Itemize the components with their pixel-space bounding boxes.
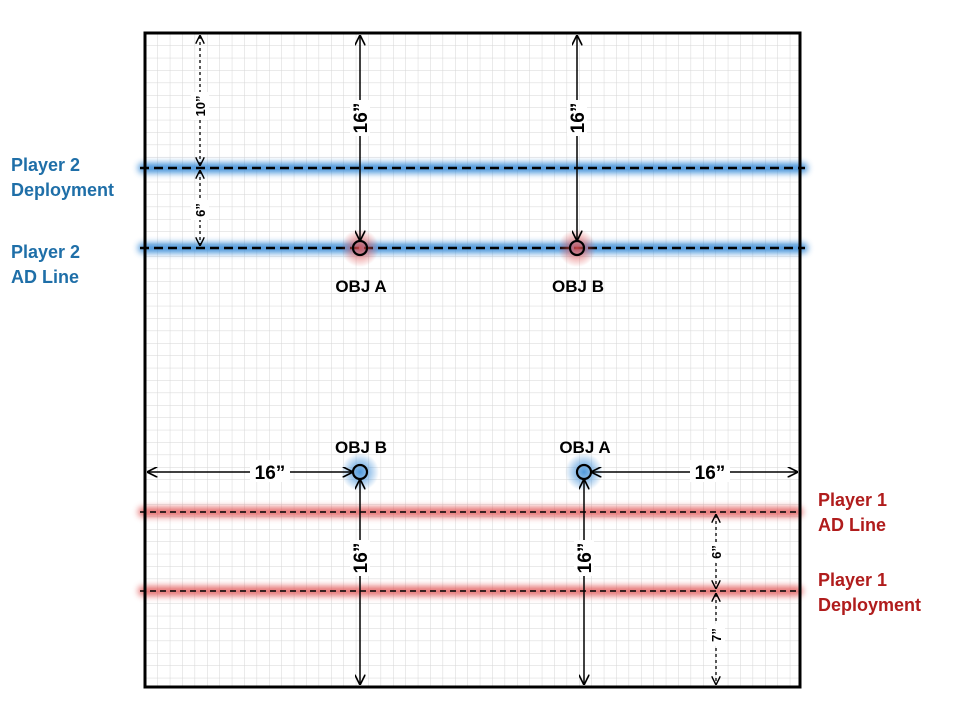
label-bg-16-a [350, 100, 370, 136]
label-bg-7 [707, 624, 725, 646]
player1-ad-line-label-line2: AD Line [818, 515, 887, 535]
player2-deployment-label: Player 2 Deployment [11, 153, 114, 203]
player2-deployment-label-line2: Deployment [11, 180, 115, 200]
label-bg-6-right [707, 542, 725, 562]
top-obj-b-label: OBJ B [552, 277, 604, 296]
player1-deployment-label: Player 1 Deployment [818, 568, 921, 618]
top-obj-b-marker [568, 239, 586, 257]
bottom-obj-a-glow [565, 453, 603, 491]
label-bg-16-right [690, 460, 730, 482]
label-bg-16-c [350, 540, 370, 576]
player1-ad-line-label-line1: Player 1 [818, 490, 888, 510]
player2-ad-line-label: Player 2 AD Line [11, 240, 80, 290]
measure-7: 7” [709, 628, 724, 642]
measure-10: 10” [193, 96, 208, 117]
top-obj-a-label: OBJ A [335, 277, 386, 296]
bottom-obj-b-label: OBJ B [335, 438, 387, 457]
label-bg-16-d [574, 540, 594, 576]
bottom-obj-a-marker [575, 463, 593, 481]
measure-6-top: 6” [193, 203, 208, 217]
label-bg-16-left [250, 460, 290, 482]
player2-ad-line-glow [138, 243, 808, 253]
label-bg-16-b [567, 100, 587, 136]
board-grid [145, 33, 800, 687]
bottom-obj-b-marker [351, 463, 369, 481]
bottom-obj-a-label: OBJ A [559, 438, 610, 457]
measure-6-right: 6” [709, 545, 724, 559]
player2-deployment-glow [138, 163, 808, 173]
measure-16-top-b: 16” [568, 103, 589, 134]
player2-ad-line-label-line2: AD Line [11, 267, 80, 287]
board-border [143, 31, 802, 689]
top-obj-a-glow [341, 229, 379, 267]
measure-16-bottom-a: 16” [575, 543, 596, 574]
measure-16-left: 16” [255, 463, 286, 484]
bottom-obj-b-glow [341, 453, 379, 491]
player2-ad-line-label-line1: Player 2 [11, 242, 81, 262]
measure-16-bottom-b: 16” [351, 543, 372, 574]
label-bg-10 [191, 92, 209, 120]
player1-deployment-label-line1: Player 1 [818, 570, 888, 590]
top-obj-a-marker [351, 239, 369, 257]
player1-deployment-label-line2: Deployment [818, 595, 922, 615]
top-obj-b-glow [558, 229, 596, 267]
player2-deployment-label-line1: Player 2 [11, 155, 81, 175]
measure-16-right: 16” [695, 463, 726, 484]
player1-ad-line-label: Player 1 AD Line [818, 488, 887, 538]
measure-16-top-a: 16” [351, 103, 372, 134]
label-bg-6-top [191, 200, 209, 220]
